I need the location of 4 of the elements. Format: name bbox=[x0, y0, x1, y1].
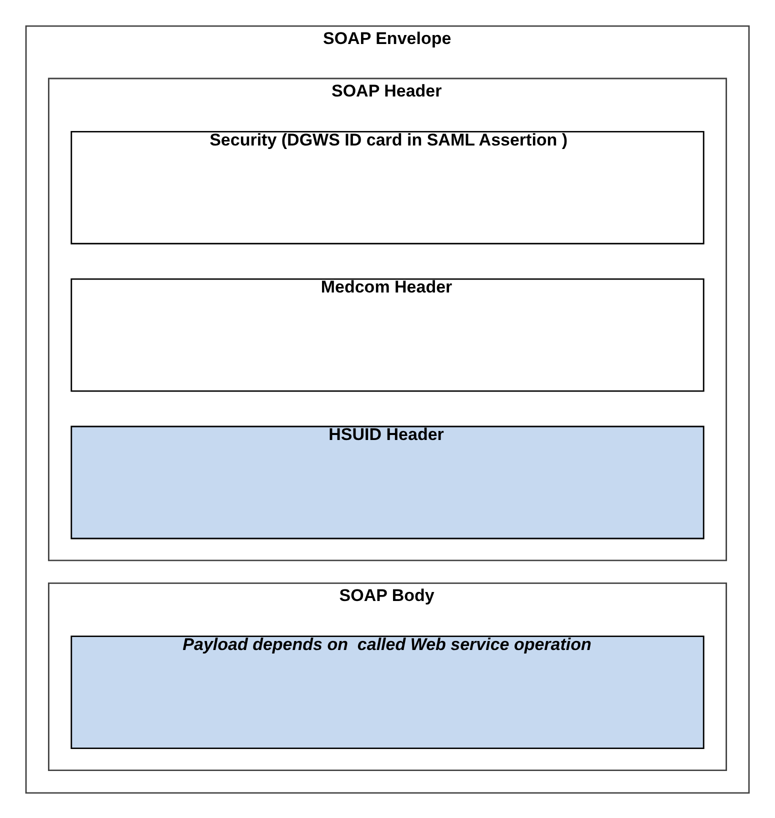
node-box: Payload depends on called Web service operation bbox=[70, 635, 704, 749]
node-box: HSUID Header bbox=[70, 425, 704, 539]
node-box: Security (DGWS ID card in SAML Assertion ) bbox=[70, 130, 704, 244]
node-box: Medcom Header bbox=[70, 278, 704, 392]
